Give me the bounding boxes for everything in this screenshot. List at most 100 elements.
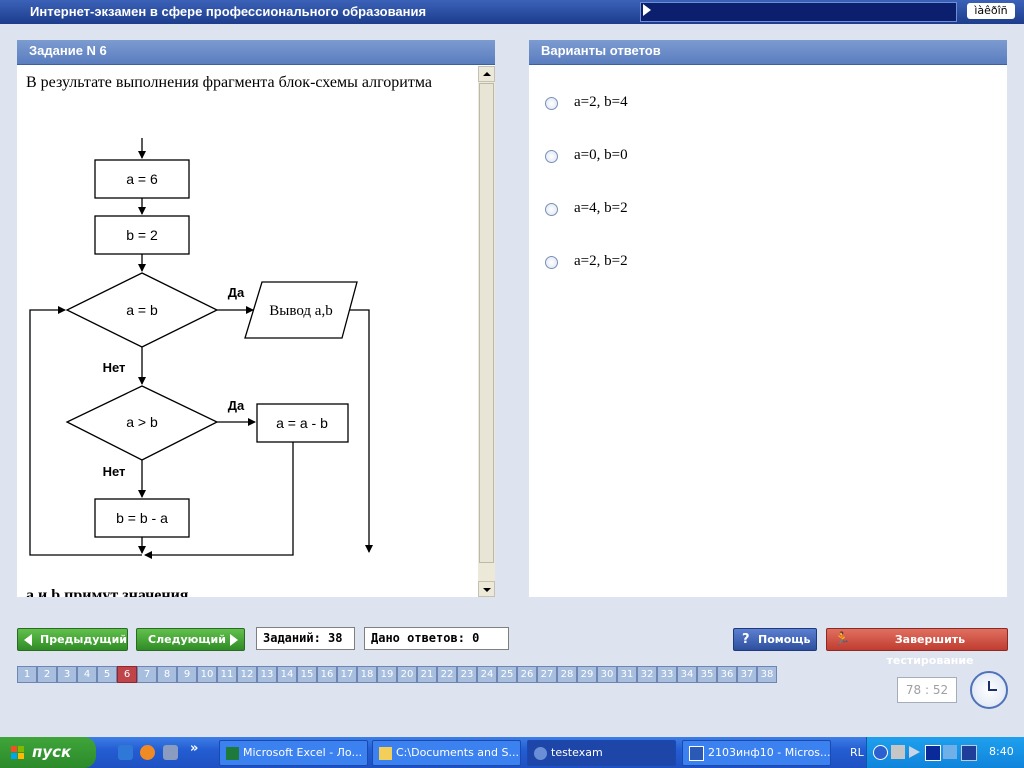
page-button[interactable]: 38 <box>757 666 777 683</box>
page-button[interactable]: 4 <box>77 666 97 683</box>
taskbar-item-label: testexam <box>551 746 603 759</box>
arrow-down-icon <box>483 588 491 592</box>
page-button[interactable]: 22 <box>437 666 457 683</box>
page-button[interactable]: 11 <box>217 666 237 683</box>
output-exit-line <box>349 309 373 553</box>
answer-radio[interactable] <box>545 203 558 216</box>
quick-launch-overflow[interactable]: » <box>190 741 199 756</box>
media-player-icon[interactable] <box>140 745 155 760</box>
page-button[interactable]: 12 <box>237 666 257 683</box>
language-bar[interactable]: RL <box>850 746 864 759</box>
finish-button[interactable]: 🏃 Завершить тестирование <box>826 628 1008 667</box>
taskbar-item-excel[interactable]: Microsoft Excel - Ло... <box>219 740 368 766</box>
answers-header: Варианты ответов <box>529 40 1007 65</box>
page-button[interactable]: 16 <box>317 666 337 683</box>
page-button[interactable]: 35 <box>697 666 717 683</box>
desktop-icon[interactable] <box>163 745 178 760</box>
output-block <box>244 281 358 339</box>
start-button[interactable]: пуск <box>0 737 96 768</box>
start-label: пуск <box>32 743 72 761</box>
title-progress-box <box>640 2 957 22</box>
page-button[interactable]: 17 <box>337 666 357 683</box>
loop-line-right <box>144 442 294 559</box>
next-button[interactable]: Следующий <box>136 628 245 651</box>
page-button[interactable]: 2 <box>37 666 57 683</box>
page-button[interactable]: 7 <box>137 666 157 683</box>
page-button[interactable]: 25 <box>497 666 517 683</box>
help-button[interactable]: ? Помощь <box>733 628 817 651</box>
page-button[interactable]: 37 <box>737 666 757 683</box>
scroll-thumb[interactable] <box>479 83 494 563</box>
excel-icon <box>226 746 239 760</box>
arrow-right-icon <box>230 634 238 646</box>
page-button[interactable]: 31 <box>617 666 637 683</box>
answer-radio[interactable] <box>545 97 558 110</box>
app-title: Интернет-экзамен в сфере профессионально… <box>30 4 427 19</box>
word-icon <box>689 745 704 761</box>
page-button[interactable]: 10 <box>197 666 217 683</box>
play-icon[interactable] <box>909 746 920 758</box>
prev-button[interactable]: Предыдущий <box>17 628 128 651</box>
answer-radio[interactable] <box>545 256 558 269</box>
page-button[interactable]: 8 <box>157 666 177 683</box>
page-button[interactable]: 21 <box>417 666 437 683</box>
taskbar-item-word[interactable]: 2103инф10 - Micros... <box>682 740 831 766</box>
answer-radio[interactable] <box>545 150 558 163</box>
page-button[interactable]: 24 <box>477 666 497 683</box>
ie-icon[interactable] <box>118 745 133 760</box>
printer-icon[interactable] <box>891 745 905 759</box>
language-indicator[interactable]: ìàêðîñ <box>967 3 1015 19</box>
page-button[interactable]: 5 <box>97 666 117 683</box>
question-scrollbar[interactable] <box>478 66 495 597</box>
loop-line-left <box>29 306 142 556</box>
help-button-label: Помощь <box>758 633 811 646</box>
network-icon[interactable] <box>943 745 957 759</box>
page-button[interactable]: 27 <box>537 666 557 683</box>
answer-label[interactable]: a=2, b=4 <box>574 94 628 110</box>
page-button[interactable]: 14 <box>277 666 297 683</box>
answers-panel <box>529 40 1007 597</box>
page-button[interactable]: 20 <box>397 666 417 683</box>
prev-button-label: Предыдущий <box>40 633 128 646</box>
flowchart: a = 6 b = 2 a = b Да Вывод a,b Нет a > b… <box>29 138 373 559</box>
answers-given-count: Дано ответов: 0 <box>364 627 509 650</box>
yes1-label: Да <box>228 285 245 300</box>
page-button[interactable]: 34 <box>677 666 697 683</box>
running-man-icon: 🏃 <box>834 632 851 647</box>
taskbar-item-folder[interactable]: C:\Documents and S... <box>372 740 521 766</box>
page-button[interactable]: 6 <box>117 666 137 683</box>
media-icon[interactable] <box>925 745 941 761</box>
clock-icon <box>970 671 1008 709</box>
box-a-label: a = 6 <box>126 171 158 187</box>
answer-label[interactable]: a=2, b=2 <box>574 253 628 269</box>
scroll-down-button[interactable] <box>478 581 495 597</box>
yes2-label: Да <box>228 398 245 413</box>
page-button[interactable]: 26 <box>517 666 537 683</box>
tray-arrow-icon[interactable] <box>873 745 888 760</box>
answer-label[interactable]: a=4, b=2 <box>574 200 628 216</box>
page-button[interactable]: 18 <box>357 666 377 683</box>
page-button[interactable]: 30 <box>597 666 617 683</box>
page-button[interactable]: 15 <box>297 666 317 683</box>
page-button[interactable]: 9 <box>177 666 197 683</box>
page-button[interactable]: 13 <box>257 666 277 683</box>
monitor-icon[interactable] <box>961 745 977 761</box>
box-b-label: b = 2 <box>126 227 158 243</box>
page-button[interactable]: 19 <box>377 666 397 683</box>
page-button[interactable]: 3 <box>57 666 77 683</box>
question-panel <box>17 40 495 597</box>
taskbar-item-testexam[interactable]: testexam <box>527 740 676 766</box>
page-button[interactable]: 36 <box>717 666 737 683</box>
system-tray: 8:40 <box>866 737 1024 768</box>
task-header: Задание N 6 <box>17 40 495 65</box>
page-button[interactable]: 28 <box>557 666 577 683</box>
page-button[interactable]: 1 <box>17 666 37 683</box>
page-button[interactable]: 23 <box>457 666 477 683</box>
page-button[interactable]: 29 <box>577 666 597 683</box>
taskbar-clock: 8:40 <box>989 745 1014 758</box>
answer-label[interactable]: a=0, b=0 <box>574 147 628 163</box>
page-button[interactable]: 32 <box>637 666 657 683</box>
page-button[interactable]: 33 <box>657 666 677 683</box>
taskbar-item-label: C:\Documents and S... <box>396 746 519 759</box>
scroll-up-button[interactable] <box>478 66 495 82</box>
